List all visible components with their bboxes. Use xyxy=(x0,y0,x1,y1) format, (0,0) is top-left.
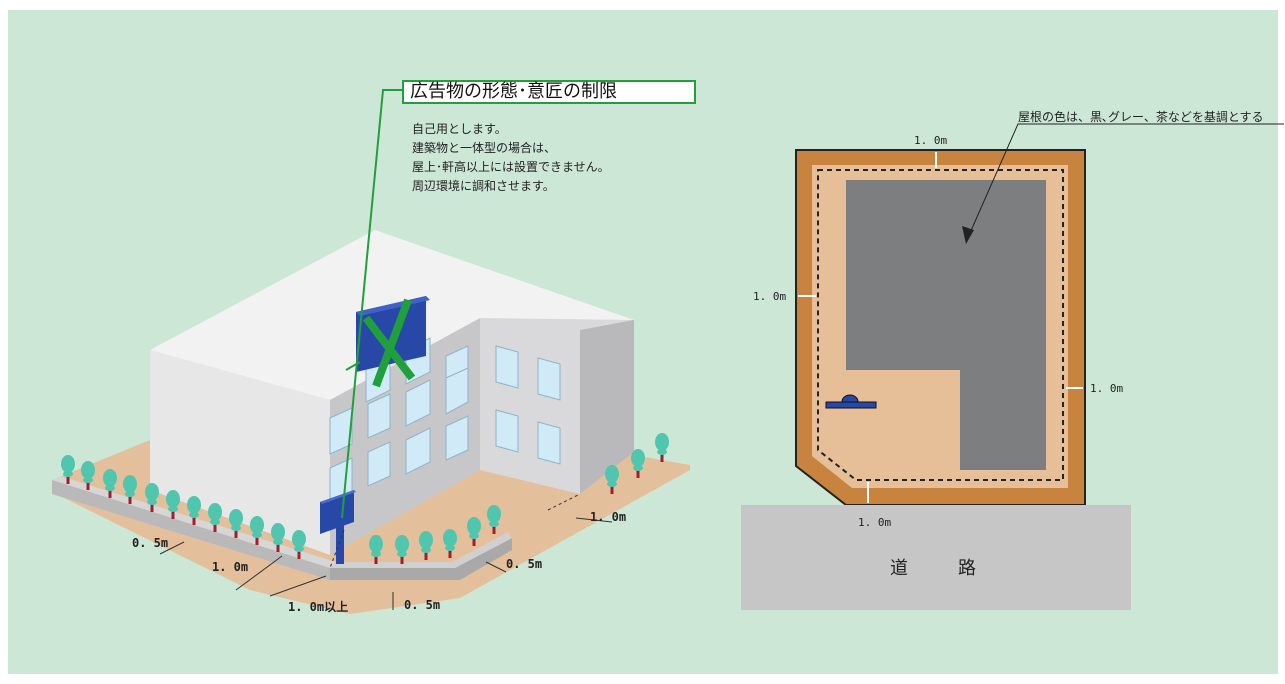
dim-sign-setback: 1. 0m以上 xyxy=(288,600,349,614)
building-front-wall xyxy=(330,318,480,555)
restriction-line-1: 自己用とします。 xyxy=(412,122,507,136)
sign-restriction-title: 広告物の形態･意匠の制限 xyxy=(402,80,696,104)
dim-front-right: 0. 5m xyxy=(506,557,543,571)
roof-note-leader xyxy=(965,123,1284,243)
restriction-line-2: 建築物と一体型の場合は、 xyxy=(412,141,557,155)
setback-right-label: 1. 0m xyxy=(1090,382,1124,395)
building-roof-plan xyxy=(846,180,1046,470)
dim-front-curb: 0. 5m xyxy=(404,598,441,612)
setback-line xyxy=(817,169,1064,481)
prohibited-roof-sign xyxy=(345,296,430,388)
dim-left-setback: 1. 0m xyxy=(212,560,249,574)
roof-color-note: 屋根の色は、黒､グレー、茶などを基調とする xyxy=(1018,110,1264,124)
restriction-line-4: 周辺環境に調和させます。 xyxy=(412,179,555,193)
side-windows xyxy=(495,345,561,465)
road xyxy=(741,505,1131,610)
dimension-arrows xyxy=(159,493,613,610)
setback-top-label: 1. 0m xyxy=(914,134,948,147)
curb-front xyxy=(330,538,512,580)
setback-arrows xyxy=(798,152,1083,503)
road-label: 道 路 xyxy=(890,558,992,579)
curb-front-top xyxy=(330,532,512,568)
dim-left-curb: 0. 5m xyxy=(132,536,169,550)
title-leader-line xyxy=(341,89,402,519)
curb-left xyxy=(52,480,330,580)
restriction-line-3: 屋上･軒高以上には設置できません。 xyxy=(412,160,610,174)
setback-bottom-label: 1. 0m xyxy=(858,516,892,529)
building-right-shade xyxy=(580,320,634,494)
dim-right-setback: 1. 0m xyxy=(590,510,627,524)
pole-sign xyxy=(320,490,356,569)
plan-sign-icon xyxy=(825,394,877,409)
setback-left-label: 1. 0m xyxy=(753,290,787,303)
